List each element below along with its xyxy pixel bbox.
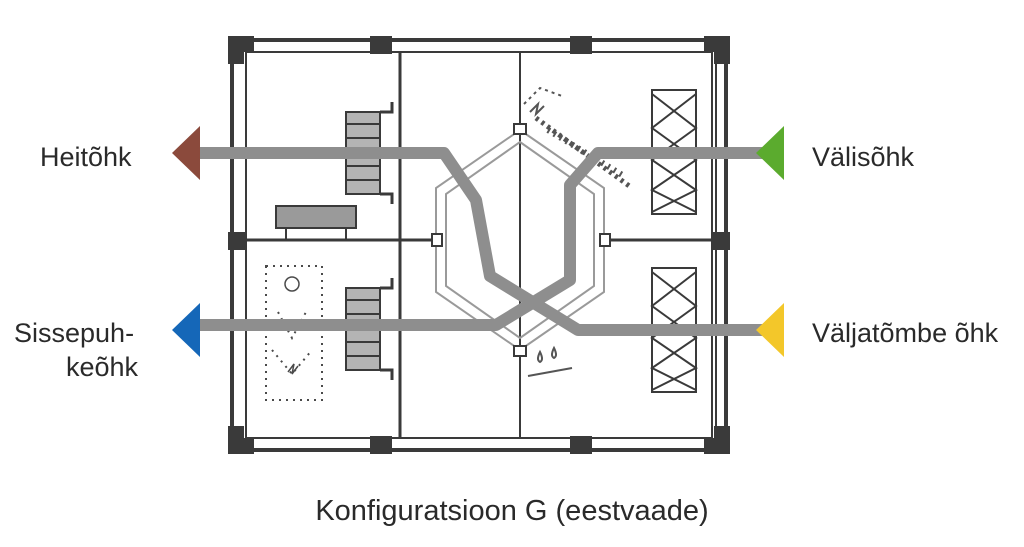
outdoor-air-label: Välisõhk <box>812 142 915 172</box>
bypass-damper <box>523 86 634 191</box>
outdoor-arrow-icon <box>756 126 784 180</box>
supply-air-label-line2: keõhk <box>66 352 139 382</box>
extract-air-label: Väljatõmbe õhk <box>812 318 999 348</box>
diagram-caption: Konfiguratsioon G (eestvaade) <box>315 495 709 527</box>
extract-arrow-icon <box>756 303 784 357</box>
supply-arrow-icon <box>172 303 200 357</box>
frame-corners <box>228 36 730 454</box>
extract-to-exhaust-path <box>196 147 766 336</box>
heater-icon <box>265 265 323 401</box>
supply-air-label: Sissepuh- keõhk <box>14 316 138 384</box>
outdoor-to-supply-path <box>200 147 766 331</box>
control-module <box>275 205 357 240</box>
exhaust-arrow-icon <box>172 126 200 180</box>
supply-air-label-line1: Sissepuh- <box>14 318 135 348</box>
exhaust-air-label: Heitõhk <box>40 142 132 172</box>
airflow-paths <box>196 147 766 336</box>
condensate-icon <box>527 345 573 377</box>
